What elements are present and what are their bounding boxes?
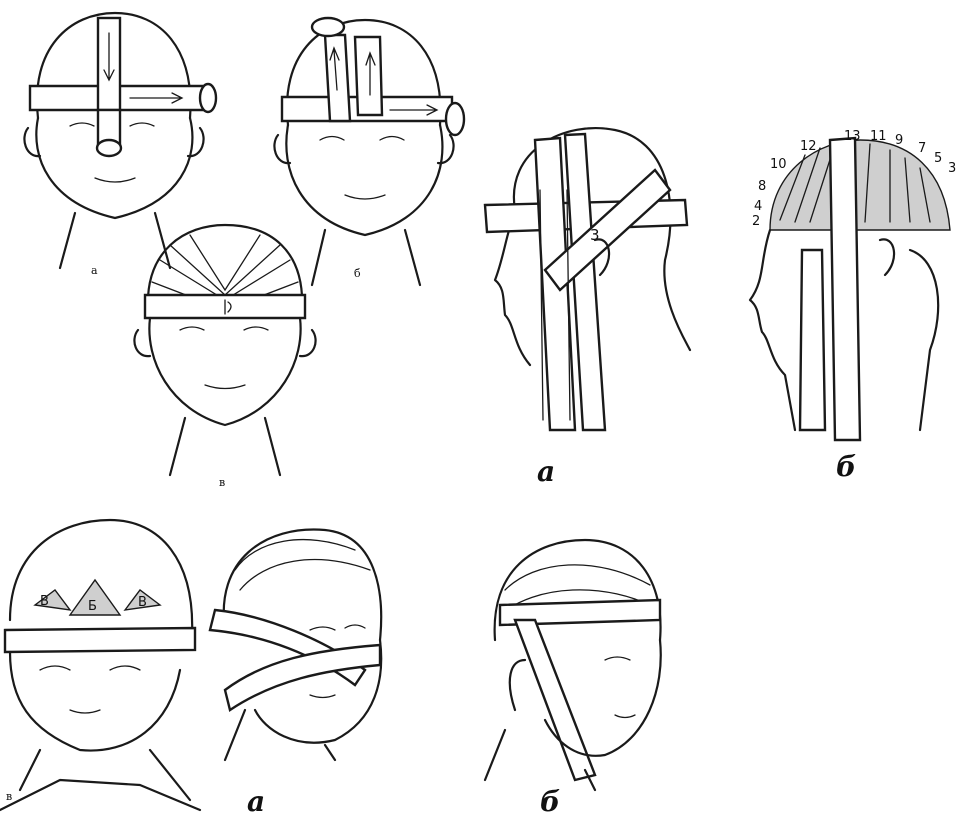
tail-letter-v-right: В (138, 595, 147, 610)
top-right-illustrations: 3 2 4 8 10 12 13 11 9 7 5 3 (470, 110, 958, 490)
label-bottom-b: б (540, 785, 560, 818)
profile-sling-bandage (485, 540, 661, 790)
top-right-figure-group: 3 2 4 8 10 12 13 11 9 7 5 3 а б (470, 110, 958, 490)
label-top-left-v: в (219, 476, 225, 489)
turn-num-10: 10 (770, 157, 787, 172)
profile-head-a: 3 (485, 128, 690, 430)
head-cap-figure: В Б В (0, 520, 200, 810)
top-left-illustrations (0, 0, 470, 500)
turn-num-11: 11 (870, 129, 887, 144)
label-bottom-a: а (247, 785, 265, 818)
top-left-figure-group: а б в (0, 0, 470, 500)
turn-num-9: 9 (895, 133, 903, 148)
label-top-left-b: б (354, 267, 361, 280)
tail-letter-v-left: В (40, 594, 49, 609)
label-top-left-a: а (91, 264, 98, 277)
turn-num-3: 3 (948, 161, 956, 176)
bottom-figure-group: В Б В (0, 510, 700, 823)
label-top-right-a: а (537, 455, 555, 488)
turn-num-4: 4 (754, 199, 762, 214)
profile-head-b: 2 4 8 10 12 13 11 9 7 5 3 (750, 129, 956, 440)
turn-num-2: 2 (752, 214, 760, 229)
label-bottom-v: в (6, 790, 12, 803)
turn-num-12: 12 (800, 139, 817, 154)
head-b-frontal (274, 18, 464, 285)
label-top-right-b: б (836, 450, 856, 483)
turn-number-3: 3 (590, 226, 600, 244)
face-crossed-bandage (210, 530, 381, 760)
turn-num-7: 7 (918, 141, 926, 156)
turn-num-13: 13 (844, 129, 861, 144)
turn-num-8: 8 (758, 179, 766, 194)
bottom-illustrations: В Б В (0, 510, 700, 823)
tail-letter-b: Б (88, 599, 97, 614)
head-v-frontal (134, 225, 315, 475)
turn-num-5: 5 (934, 151, 942, 166)
head-a-frontal (24, 13, 216, 268)
